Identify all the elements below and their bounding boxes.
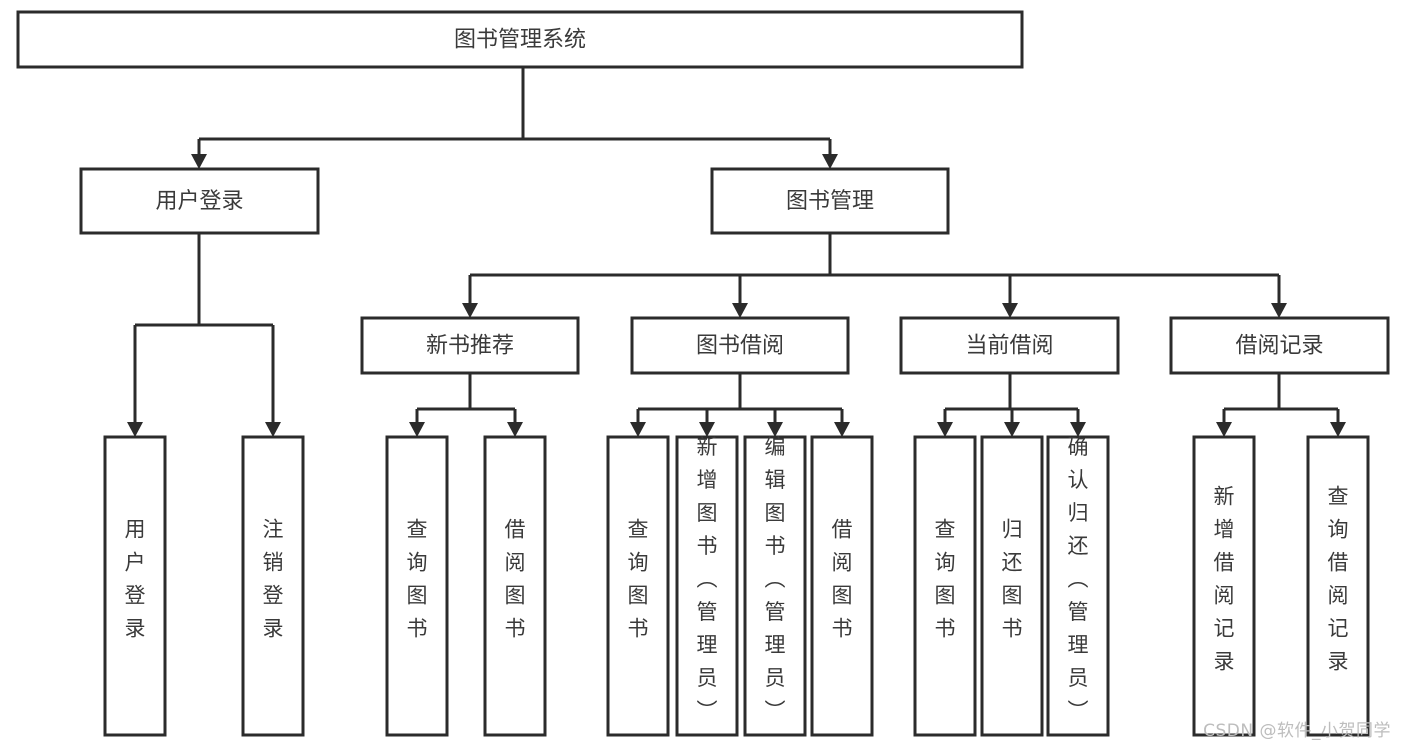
leaf-node-1-0[interactable]: 查询图书	[385, 435, 449, 737]
leaf-node-2-1[interactable]: 新增图书︵管理员︶	[675, 435, 739, 737]
node-root[interactable]: 图书管理系统	[16, 10, 1024, 69]
group-4-to-leaf-1-arrowhead	[1330, 422, 1346, 437]
group-1-to-leaf-1-arrowhead	[507, 422, 523, 437]
leaf-node-2-0-label: 查询图书	[628, 518, 649, 641]
node-level1-0-box	[79, 167, 320, 235]
leaf-node-3-1[interactable]: 归还图书	[980, 435, 1044, 737]
group-2-to-leaf-0-arrowhead	[630, 422, 646, 437]
node-level2-3-box	[1169, 316, 1390, 375]
group-2-to-leaf-1-arrowhead	[699, 422, 715, 437]
node-level1-1[interactable]: 图书管理	[710, 167, 950, 235]
nodes-layer: 图书管理系统用户登录图书管理新书推荐图书借阅当前借阅借阅记录用户登录注销登录查询…	[16, 10, 1390, 737]
group-1-to-leaf-0-arrowhead	[409, 422, 425, 437]
root-to-l1-0-arrowhead	[191, 154, 207, 169]
node-level2-1-label: 图书借阅	[696, 334, 784, 359]
node-level2-2-label: 当前借阅	[965, 334, 1053, 359]
leaf-node-0-0-label: 用户登录	[125, 518, 146, 641]
node-root-label: 图书管理系统	[454, 28, 586, 53]
leaf-node-3-0-box	[913, 435, 977, 737]
node-level1-0[interactable]: 用户登录	[79, 167, 320, 235]
node-level2-2-box	[899, 316, 1120, 375]
node-level2-0-label: 新书推荐	[426, 334, 514, 359]
leaf-node-1-0-box	[385, 435, 449, 737]
group-2-to-leaf-3-arrowhead	[834, 422, 850, 437]
leaf-node-0-1-label: 注销登录	[263, 518, 284, 641]
mgr-to-l2-1-arrowhead	[732, 303, 748, 318]
root-to-l1-1-arrowhead	[822, 154, 838, 169]
group-3-to-leaf-0-arrowhead	[937, 422, 953, 437]
group-3-to-leaf-1-arrowhead	[1004, 422, 1020, 437]
leaf-node-1-1[interactable]: 借阅图书	[483, 435, 547, 737]
node-level2-1[interactable]: 图书借阅	[630, 316, 850, 375]
leaf-node-3-1-label: 归还图书	[1002, 518, 1023, 641]
mgr-to-l2-0-arrowhead	[462, 303, 478, 318]
leaf-node-1-1-box	[483, 435, 547, 737]
node-level2-1-box	[630, 316, 850, 375]
leaf-node-2-1-label: 新增图书︵管理员︶	[697, 435, 718, 723]
node-level1-1-box	[710, 167, 950, 235]
leaf-node-4-0-box	[1192, 435, 1256, 737]
node-level2-3-label: 借阅记录	[1235, 334, 1323, 359]
leaf-node-4-1-box	[1306, 435, 1370, 737]
leaf-node-3-2[interactable]: 确认归还︵管理员︶	[1046, 435, 1110, 737]
group-0-to-leaf-0-arrowhead	[127, 422, 143, 437]
leaf-node-3-2-label: 确认归还︵管理员︶	[1068, 435, 1089, 723]
leaf-node-4-0[interactable]: 新增借阅记录	[1192, 435, 1256, 737]
mgr-to-l2-3-arrowhead	[1271, 303, 1287, 318]
group-3-to-leaf-2-arrowhead	[1070, 422, 1086, 437]
leaf-node-1-0-label: 查询图书	[407, 518, 428, 641]
group-4-to-leaf-0-arrowhead	[1216, 422, 1232, 437]
leaf-node-3-0-label: 查询图书	[935, 518, 956, 641]
leaf-node-2-3-box	[810, 435, 874, 737]
leaf-node-0-0[interactable]: 用户登录	[103, 435, 167, 737]
node-level1-1-label: 图书管理	[786, 189, 874, 214]
leaf-node-2-0-box	[606, 435, 670, 737]
mgr-to-l2-2-arrowhead	[1002, 303, 1018, 318]
leaf-node-2-2-label: 编辑图书︵管理员︶	[765, 435, 786, 723]
group-0-to-leaf-1-arrowhead	[265, 422, 281, 437]
leaf-node-2-0[interactable]: 查询图书	[606, 435, 670, 737]
leaf-node-2-3-label: 借阅图书	[832, 518, 853, 641]
leaf-node-0-0-box	[103, 435, 167, 737]
node-root-box	[16, 10, 1024, 69]
node-level1-0-label: 用户登录	[155, 189, 243, 214]
leaf-node-2-2-box	[743, 435, 807, 737]
node-level2-3[interactable]: 借阅记录	[1169, 316, 1390, 375]
leaf-node-3-1-box	[980, 435, 1044, 737]
leaf-node-4-1-label: 查询借阅记录	[1328, 485, 1349, 674]
leaf-node-3-0[interactable]: 查询图书	[913, 435, 977, 737]
leaf-node-2-3[interactable]: 借阅图书	[810, 435, 874, 737]
leaf-node-2-1-box	[675, 435, 739, 737]
leaf-node-1-1-label: 借阅图书	[505, 518, 526, 641]
leaf-node-3-2-box	[1046, 435, 1110, 737]
group-2-to-leaf-2-arrowhead	[767, 422, 783, 437]
node-level2-0-box	[360, 316, 580, 375]
leaf-node-0-1-box	[241, 435, 305, 737]
node-level2-2[interactable]: 当前借阅	[899, 316, 1120, 375]
leaf-node-0-1[interactable]: 注销登录	[241, 435, 305, 737]
connectors-layer	[127, 67, 1346, 437]
node-level2-0[interactable]: 新书推荐	[360, 316, 580, 375]
leaf-node-4-0-label: 新增借阅记录	[1214, 485, 1235, 674]
leaf-node-2-2[interactable]: 编辑图书︵管理员︶	[743, 435, 807, 737]
leaf-node-4-1[interactable]: 查询借阅记录	[1306, 435, 1370, 737]
